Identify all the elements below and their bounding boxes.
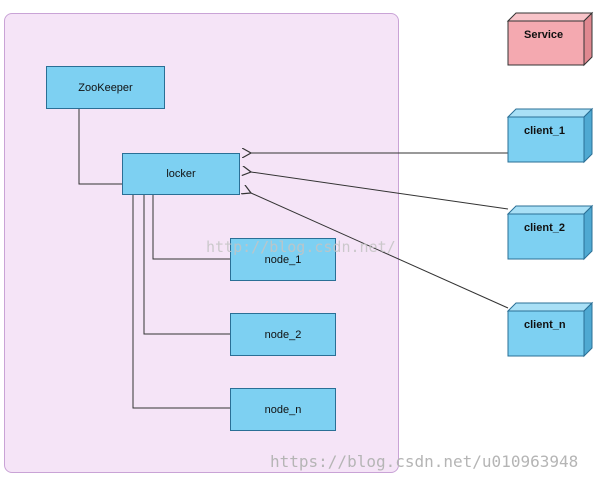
watermark-bottom: https://blog.csdn.net/u010963948: [270, 452, 579, 471]
zookeeper-node[interactable]: ZooKeeper: [46, 66, 165, 109]
client2-label: client_2: [524, 222, 565, 234]
node-n[interactable]: node_n: [230, 388, 336, 431]
node-1[interactable]: node_1: [230, 238, 336, 281]
client2-arrow: [251, 172, 509, 210]
clientn-arrow: [251, 193, 509, 309]
client1-box: [506, 107, 594, 164]
locker-node[interactable]: locker: [122, 153, 240, 195]
clientn-box: [506, 301, 594, 358]
locker-node1-connector: [152, 195, 230, 260]
locker-node2-connector: [143, 195, 230, 335]
watermark-center: http://blog.csdn.net/: [206, 238, 396, 256]
clientn-label: client_n: [524, 319, 566, 331]
service-box: [506, 11, 594, 67]
service-label: Service: [524, 29, 564, 41]
node-2[interactable]: node_2: [230, 313, 336, 356]
locker-noden-connector: [132, 195, 230, 409]
zookeeper-locker-connector: [78, 109, 122, 185]
client1-label: client_1: [524, 125, 565, 137]
client2-box: [506, 204, 594, 261]
